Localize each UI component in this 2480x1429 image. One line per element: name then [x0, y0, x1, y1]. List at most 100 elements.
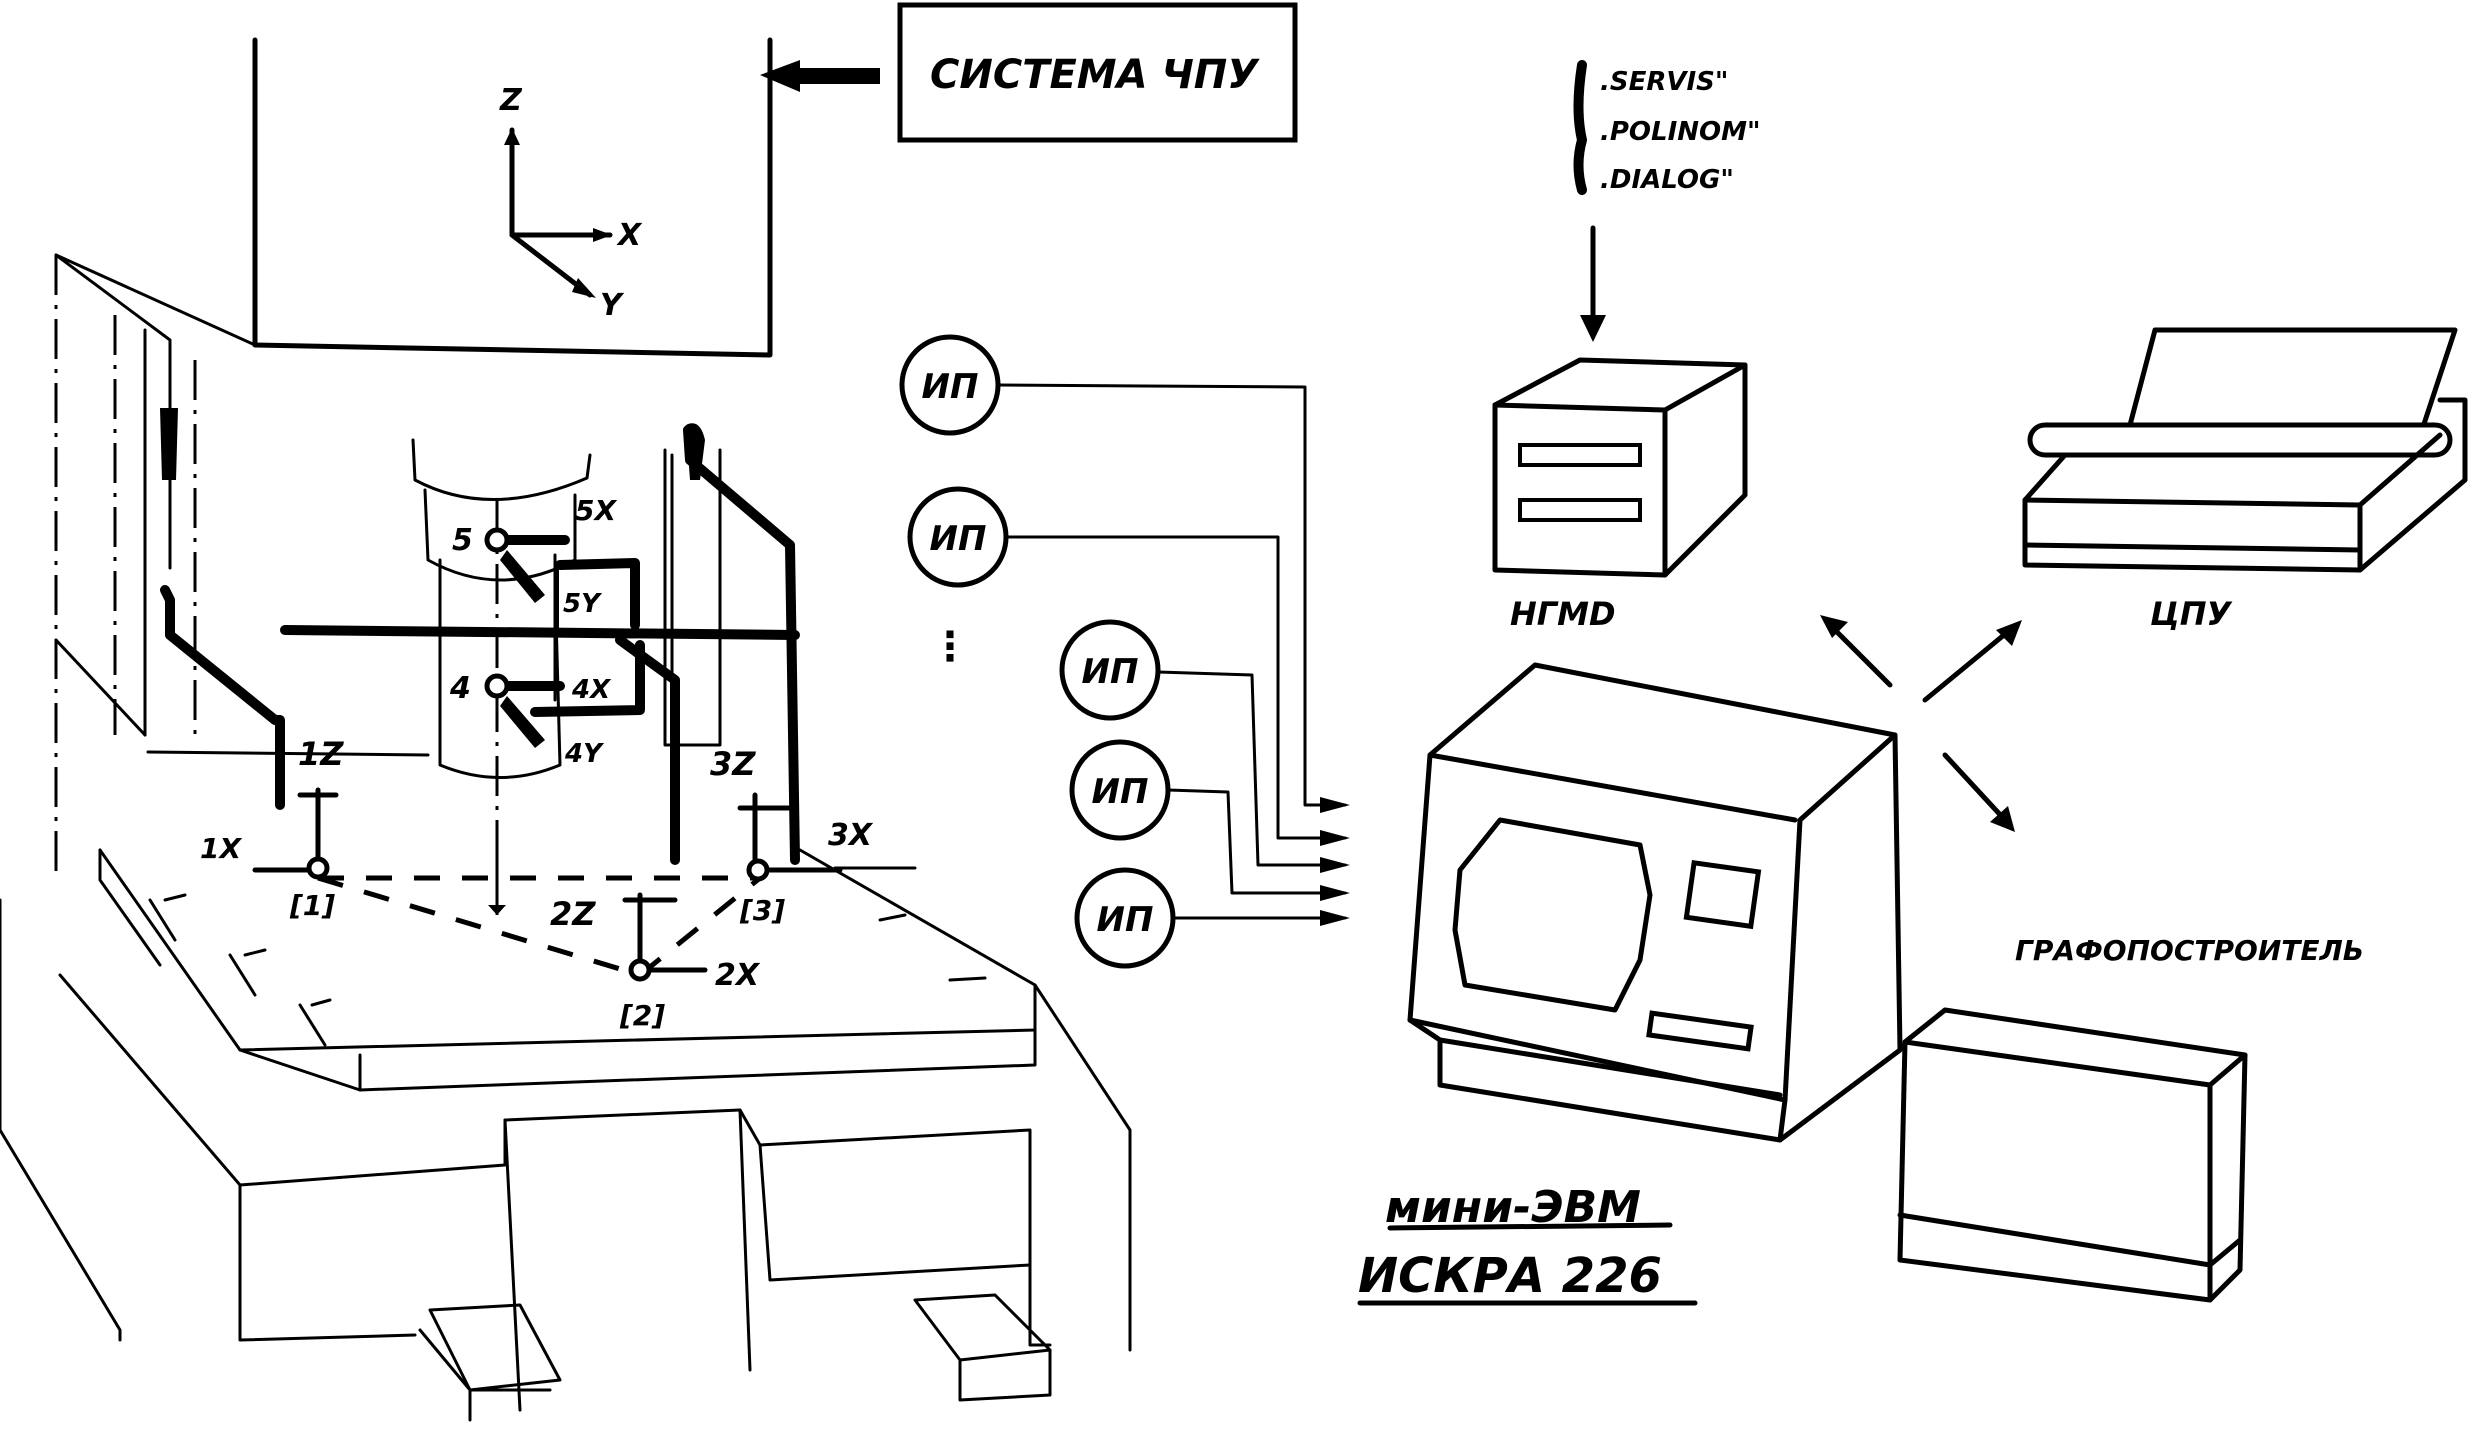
transducer-4-label: ИП — [1092, 772, 1149, 812]
base-right-side — [1033, 983, 1132, 1352]
disk-drive-edges — [1492, 362, 1748, 578]
arrow-5y — [500, 550, 545, 603]
column-bevel — [54, 253, 172, 570]
center-arrow — [488, 905, 506, 915]
machine-labels: Z X Y 5 5X 5Y 4 4X 4Y 1Z 1X [1] 2Z 2X [2… — [200, 83, 874, 1032]
printer-body-icon — [2022, 397, 2468, 573]
software-arrow-head — [1580, 315, 1606, 342]
dashed-1-2 — [317, 875, 641, 978]
arrow-to-machine-icon — [760, 60, 880, 92]
base-center-block — [503, 1108, 752, 1412]
point-5-number: 5 — [452, 523, 473, 558]
transducers: ИП ИП ⋮ ИП ИП ИП — [899, 334, 1350, 969]
label-4x: 4X — [571, 675, 612, 705]
plotter-label: ГРАФОПОСТРОИТЕЛЬ — [2015, 934, 2364, 967]
table-right-marks — [878, 913, 987, 982]
arrow-to-disk-head — [1820, 615, 1848, 638]
transducer-3-label: ИП — [1082, 652, 1139, 692]
probe-4x-bracket — [530, 640, 645, 717]
computer-screen — [1452, 817, 1653, 1013]
software-item-1: .SERVIS" — [1600, 67, 1728, 97]
plotter-base-line — [1897, 1212, 2243, 1268]
cnc-system-box — [897, 2, 1298, 143]
printer-left-edge — [2022, 452, 2068, 503]
printer-paper-icon — [2127, 327, 2458, 433]
computer-label-line2: ИСКРА 226 — [1358, 1248, 1662, 1304]
software-item-2: .POLINOM" — [1600, 117, 1761, 147]
computer: мини-ЭВМ ИСКРА 226 — [1357, 615, 2022, 1306]
disk-slot-1 — [1518, 443, 1642, 467]
label-5x: 5X — [575, 494, 617, 527]
point-2 — [628, 958, 652, 982]
plotter-front — [1897, 1039, 2213, 1303]
label-1x: 1X — [200, 832, 242, 865]
printer-body-edges — [2022, 432, 2443, 573]
label-3z: 3Z — [710, 745, 756, 783]
arrow-to-printer-line — [1922, 627, 2013, 703]
disk-drive-body-icon — [1492, 357, 1748, 578]
head-bevel — [54, 253, 257, 347]
transducer-5-label: ИП — [1097, 900, 1154, 940]
point-1-number: [1] — [289, 889, 335, 922]
transducer-1-label: ИП — [922, 367, 979, 407]
signal-line-4 — [1166, 788, 1347, 895]
base-top-edge — [238, 1108, 1052, 1347]
probe-1z — [297, 787, 339, 861]
signal-line-1 — [996, 383, 1347, 807]
clamp-right — [686, 423, 705, 480]
machine-tool — [0, 37, 1132, 1422]
axis-x-arrowhead — [593, 228, 612, 242]
disk-drive-label: НГМD — [1510, 595, 1616, 633]
probe-arm-left — [160, 585, 285, 810]
spindle-head — [252, 37, 773, 358]
transducer-2-label: ИП — [930, 519, 987, 559]
table-front — [358, 1028, 1037, 1092]
computer-drive-slot — [1646, 1010, 1754, 1052]
base-left — [0, 898, 122, 1342]
computer-edges — [1427, 732, 1903, 1143]
cnc-system-label: СИСТЕМА ЧПУ — [930, 52, 1260, 98]
computer-panel — [1683, 859, 1762, 930]
software-packages: .SERVIS" .POLINOM" .DIALOG" — [1573, 60, 1761, 342]
axis-y-arrowhead — [572, 278, 596, 298]
right-column — [663, 448, 722, 747]
printer-label: ЦПУ — [2150, 595, 2232, 633]
column-lower-bevel — [54, 638, 147, 737]
axis-z-arrowhead — [504, 128, 520, 145]
point-2-number: [2] — [619, 999, 665, 1032]
axis-lines — [509, 127, 613, 238]
arrow-to-disk-line — [1827, 622, 1893, 688]
dashed-2-3 — [638, 876, 762, 977]
axis-label-x: X — [616, 218, 643, 253]
point-1 — [306, 856, 330, 880]
foot-left-side — [418, 1328, 552, 1392]
signal-arrowheads-icon — [1320, 797, 1350, 926]
probe-3z — [737, 792, 798, 863]
transducer-ellipsis: ⋮ — [930, 624, 970, 670]
label-4y: 4Y — [564, 739, 605, 769]
foot-left — [428, 1303, 562, 1422]
base-right-step — [758, 1143, 1032, 1282]
arrow-4y — [500, 696, 545, 748]
point-4-number: 4 — [449, 671, 471, 706]
arrow-to-plotter-line — [1942, 752, 2008, 823]
brace-icon — [1573, 60, 1587, 195]
arrow-to-printer-head — [1996, 620, 2022, 646]
printer: ЦПУ — [2022, 327, 2468, 633]
label-2z: 2Z — [550, 895, 596, 933]
computer-label-underline-1 — [1387, 1222, 1673, 1231]
label-3x: 3X — [828, 818, 874, 853]
probe-3-arm — [615, 635, 680, 865]
software-item-3: .DIALOG" — [1600, 165, 1734, 195]
cnc-system: СИСТЕМА ЧПУ — [760, 2, 1298, 143]
axis-label-y: Y — [600, 288, 625, 323]
computer-base — [1437, 1037, 1788, 1143]
table-left-edge — [98, 848, 162, 967]
clamp-left — [160, 408, 178, 480]
base-front-left — [58, 973, 417, 1342]
label-box-5y — [555, 563, 639, 637]
label-1z: 1Z — [298, 735, 344, 773]
spindle-collar — [411, 438, 592, 501]
signal-line-2 — [1004, 535, 1347, 840]
